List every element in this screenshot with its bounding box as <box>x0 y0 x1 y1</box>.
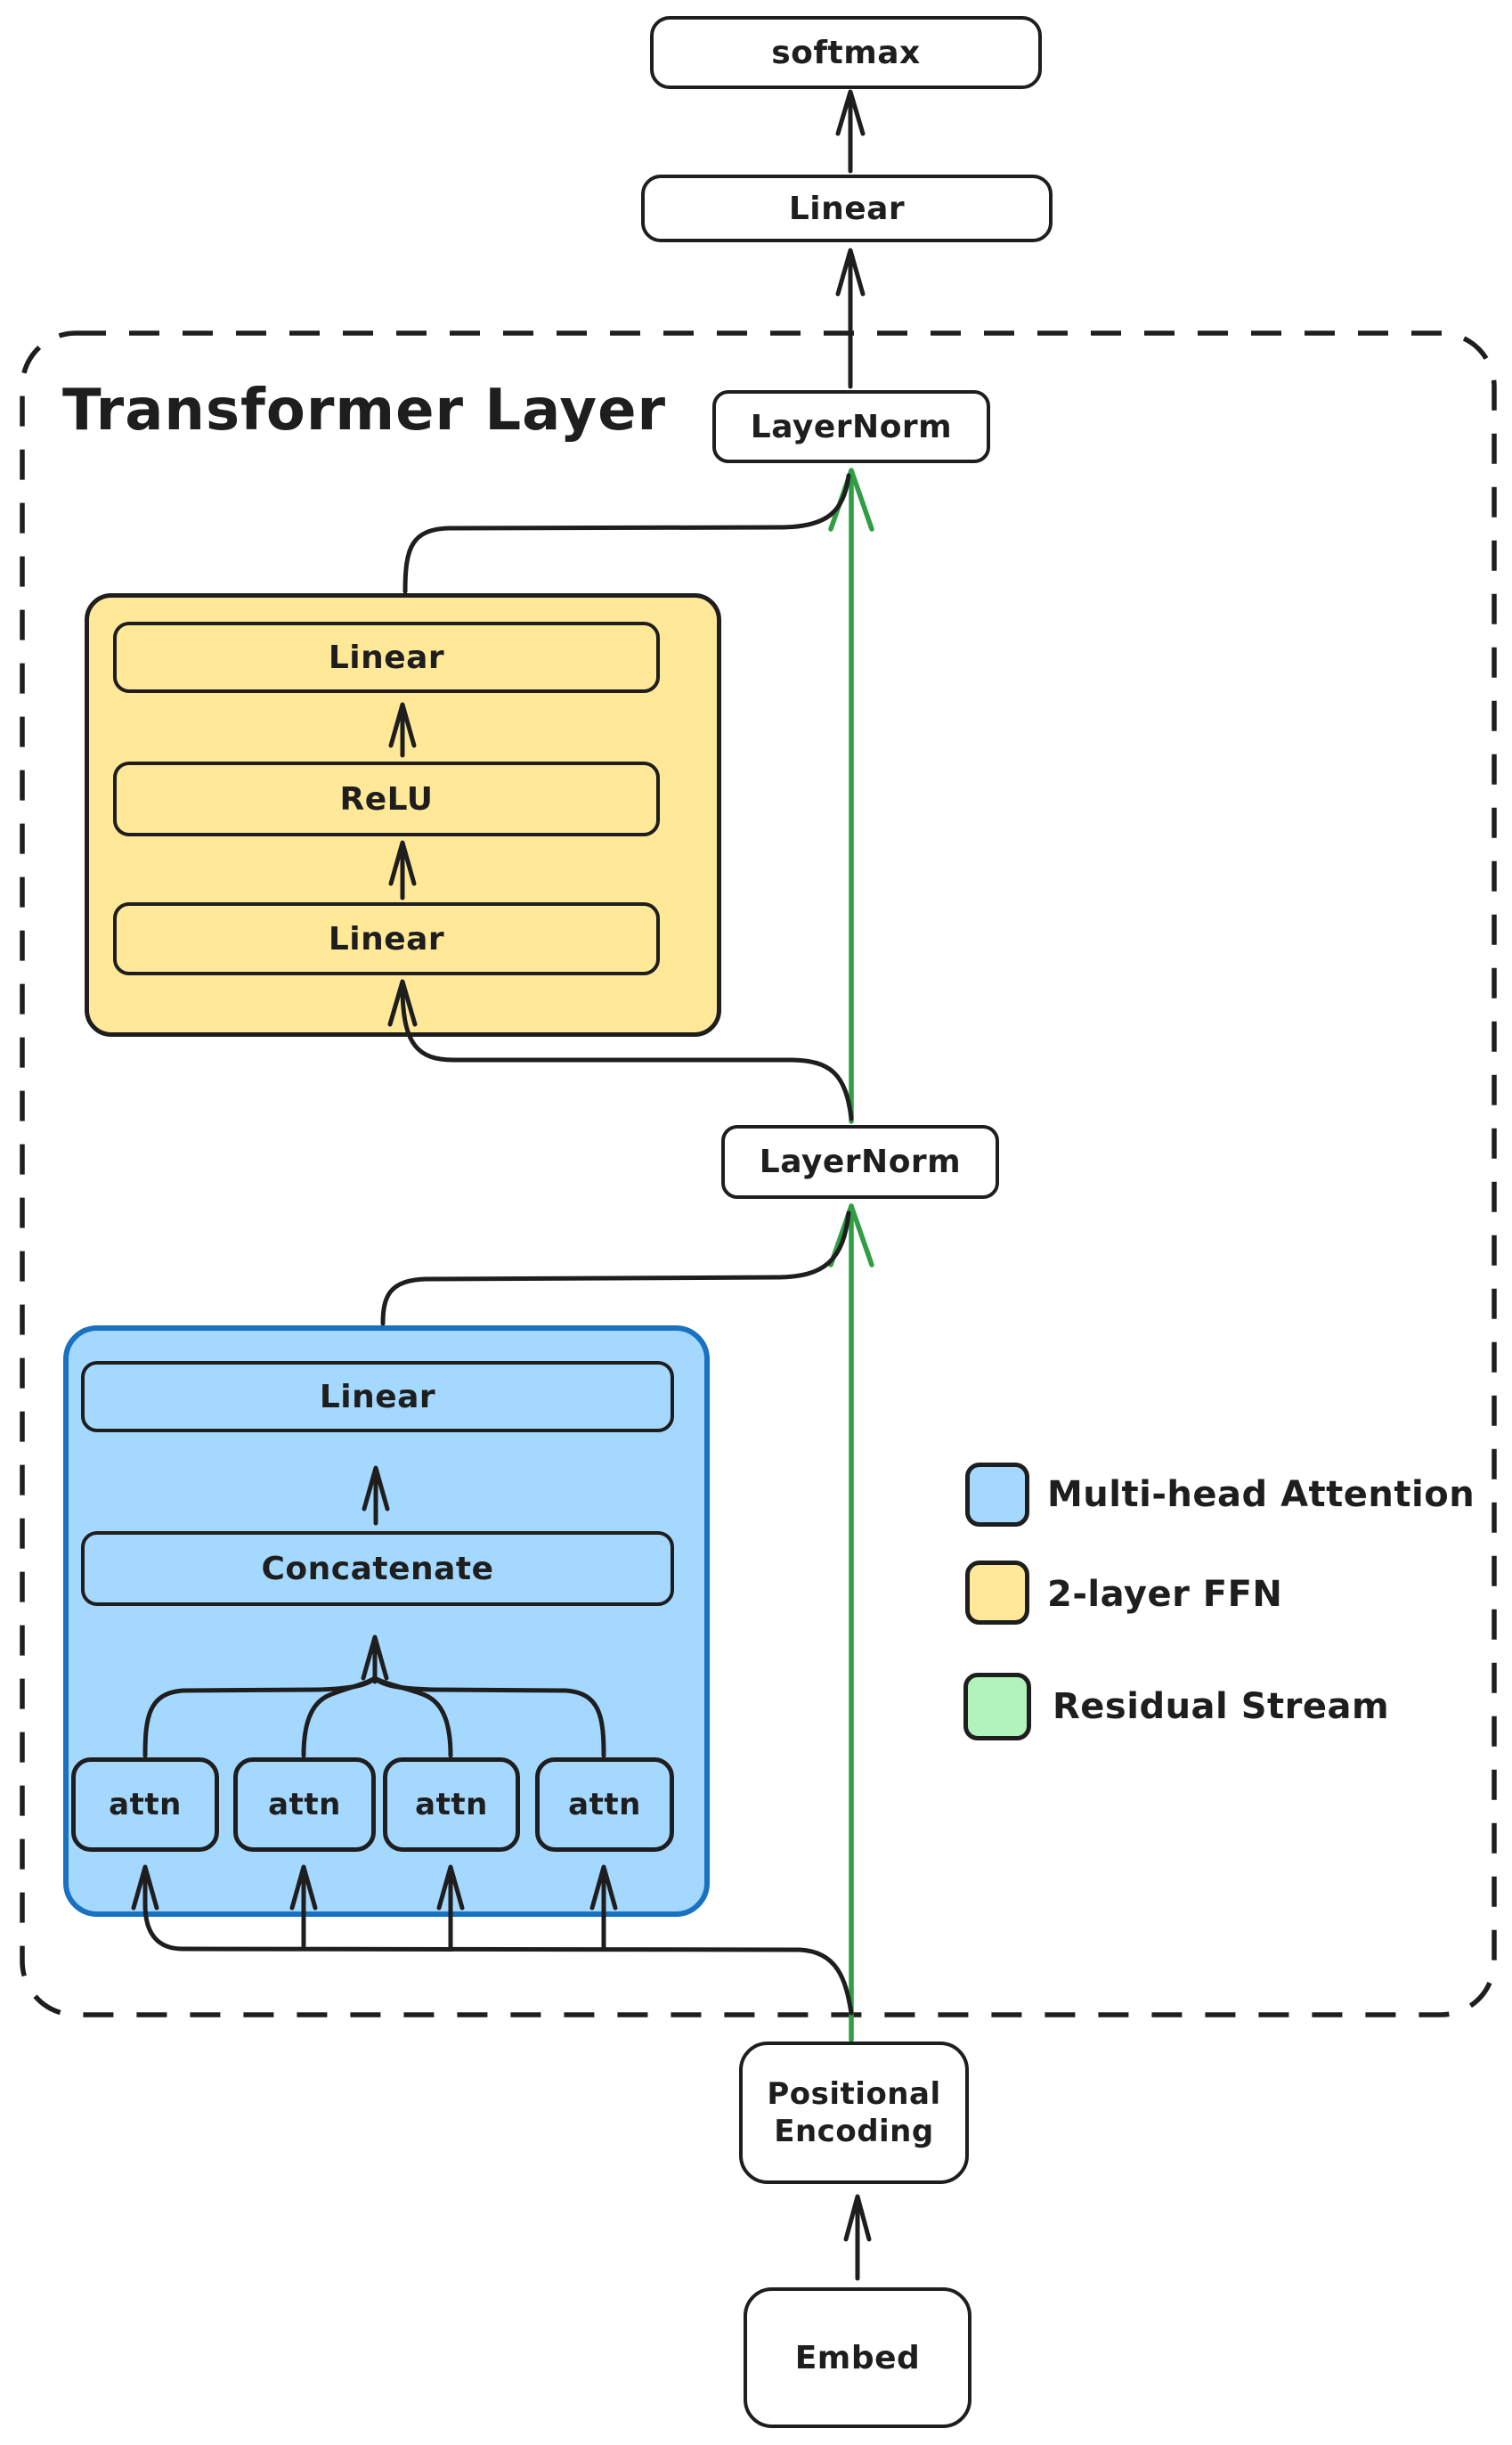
ffn-relu-box: ReLU <box>113 762 660 836</box>
linear-output-label: Linear <box>788 190 906 227</box>
concatenate-label: Concatenate <box>261 1550 494 1587</box>
legend-ffn-text: 2-layer FFN <box>1047 1574 1283 1615</box>
ffn-linear-top-label: Linear <box>328 639 445 676</box>
residual-arrowhead-into-mid-layernorm <box>828 1203 874 1267</box>
layernorm-top-box: LayerNorm <box>712 390 990 463</box>
arrowhead-into-ffn <box>387 979 418 1027</box>
mha-linear-box: Linear <box>81 1361 674 1432</box>
layernorm-mid-box: LayerNorm <box>721 1125 999 1199</box>
attn-head-3-box: attn <box>383 1757 520 1852</box>
embed-label: Embed <box>794 2339 921 2376</box>
diagram-title: Transformer Layer <box>62 378 667 444</box>
attn-head-4-label: attn <box>568 1787 641 1822</box>
legend-residual-label: Residual Stream <box>1053 1673 1389 1740</box>
softmax-box: softmax <box>650 16 1042 89</box>
fanin-from-attn4 <box>372 1675 606 1758</box>
legend-attention-swatch <box>965 1463 1029 1527</box>
fanin-from-attn2 <box>301 1675 378 1758</box>
softmax-label: softmax <box>771 34 921 71</box>
arrowhead-into-concatenate <box>361 1634 389 1681</box>
arrowhead-into-attn4 <box>589 1864 618 1911</box>
layernorm-mid-label: LayerNorm <box>759 1144 962 1180</box>
mha-output-to-residual <box>380 1210 851 1326</box>
ffn-group-box <box>85 593 721 1037</box>
ffn-output-to-residual <box>402 473 851 594</box>
legend-attention-label: Multi-head Attention <box>1047 1461 1475 1528</box>
embed-box: Embed <box>744 2287 971 2428</box>
arrowhead-embed-to-positional-encoding <box>843 2194 872 2242</box>
positional-encoding-box: Positional Encoding <box>739 2042 969 2184</box>
arrowhead-concatenate-to-linear <box>362 1465 390 1512</box>
arrowhead-relu-to-ffn-linear2 <box>388 702 417 748</box>
attn-head-3-label: attn <box>415 1787 488 1822</box>
ffn-linear-bottom-label: Linear <box>328 920 445 958</box>
concatenate-box: Concatenate <box>81 1531 674 1606</box>
positional-encoding-label: Positional Encoding <box>767 2075 941 2150</box>
legend-ffn-swatch <box>965 1561 1029 1625</box>
mha-linear-label: Linear <box>319 1378 436 1415</box>
arrowhead-into-attn2 <box>289 1864 318 1911</box>
attn-head-1-label: attn <box>109 1787 182 1822</box>
arrowhead-into-attn3 <box>436 1864 465 1911</box>
transformer-layer-dashed-border <box>20 330 1497 2017</box>
legend-residual-text: Residual Stream <box>1053 1686 1390 1727</box>
linear-output-box: Linear <box>641 175 1053 242</box>
layernorm-top-label: LayerNorm <box>750 408 953 445</box>
attn-head-2-box: attn <box>233 1757 376 1852</box>
ffn-relu-label: ReLU <box>339 780 434 818</box>
residual-branch-to-ffn-input <box>400 984 854 1121</box>
attn-head-2-label: attn <box>268 1787 341 1822</box>
arrowhead-layernorm-to-linear <box>835 248 866 297</box>
arrowhead-into-attn1 <box>131 1864 159 1911</box>
legend-attention-text: Multi-head Attention <box>1047 1474 1475 1515</box>
attn-head-1-box: attn <box>71 1757 219 1852</box>
legend-ffn-label: 2-layer FFN <box>1047 1561 1282 1628</box>
ffn-linear-bottom-box: Linear <box>113 902 660 975</box>
attn-head-4-box: attn <box>535 1757 674 1852</box>
legend-residual-swatch <box>963 1673 1031 1740</box>
arrowhead-ffn-linear1-to-relu <box>388 840 417 886</box>
residual-branch-to-attn-inputs <box>142 1902 854 2016</box>
ffn-linear-top-box: Linear <box>113 622 660 693</box>
arrowhead-linear-to-softmax <box>835 89 866 136</box>
